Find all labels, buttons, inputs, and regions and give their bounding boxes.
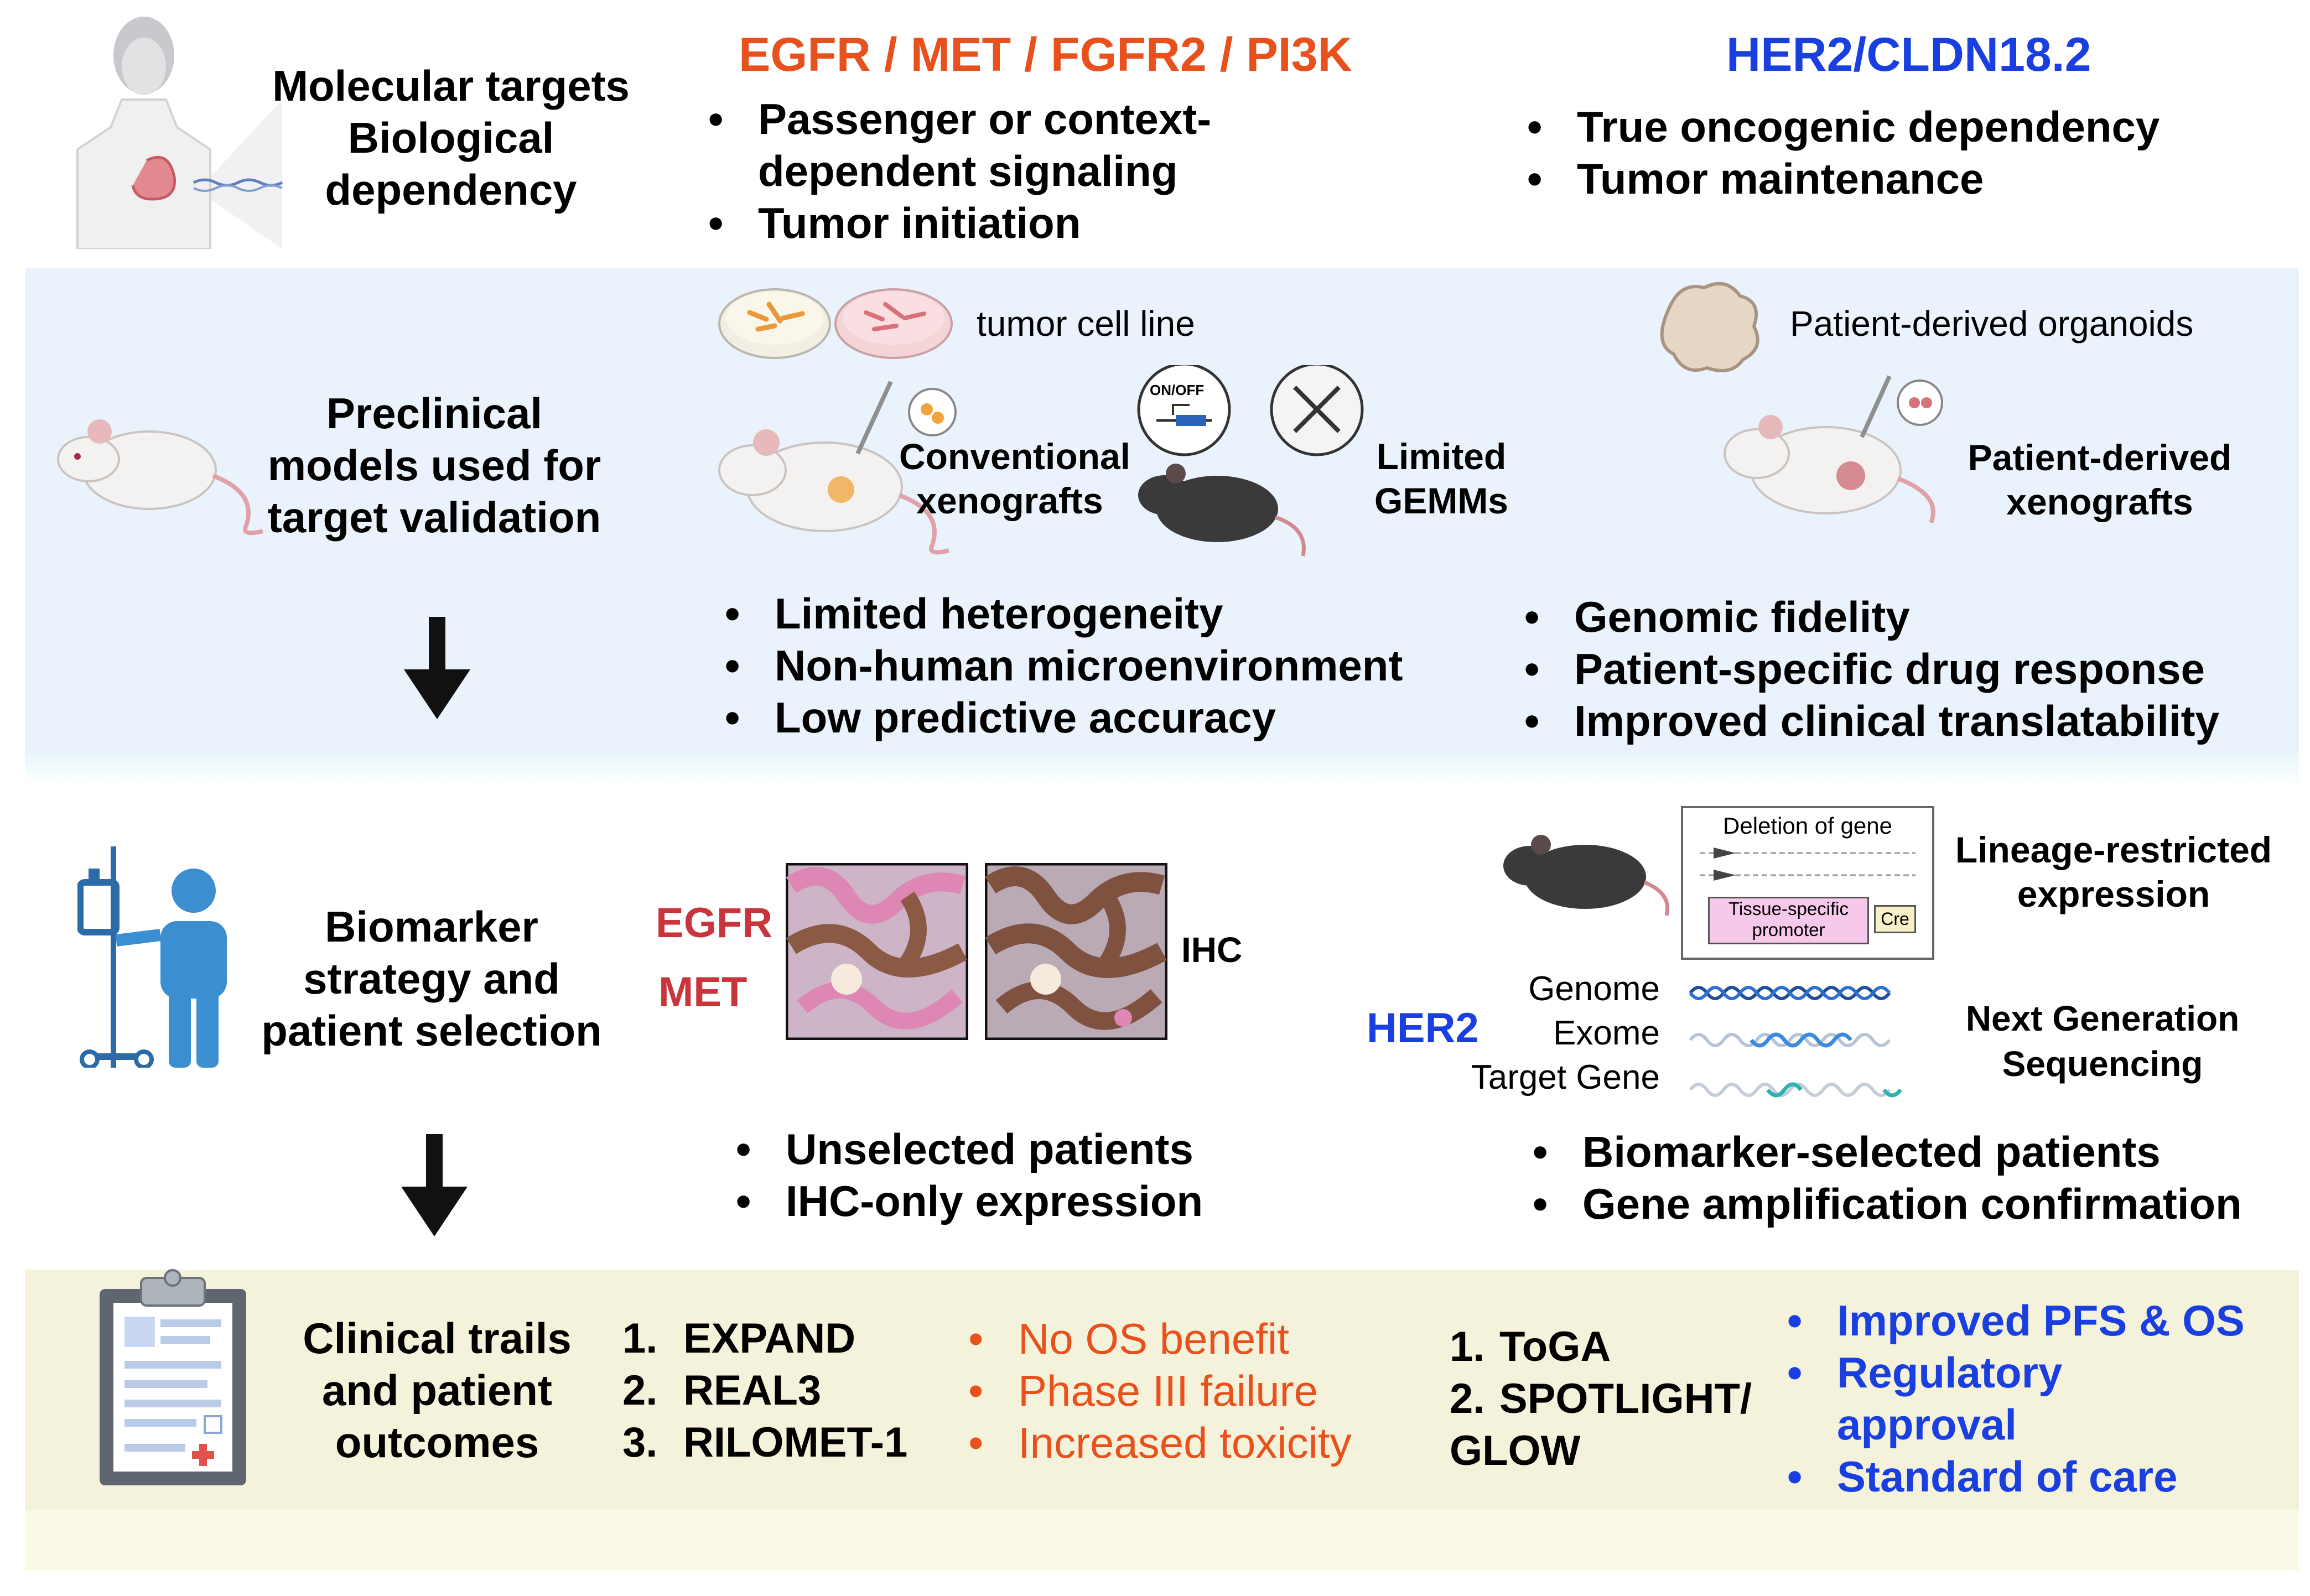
bullet-item: Tumor initiation: [708, 197, 1262, 249]
bullet-item: Patient-specific drug response: [1524, 643, 2271, 695]
right-trials-list: 1.ToGA 2.SPOTLIGHT/ GLOW: [1450, 1321, 1782, 1477]
outcome-item: Phase III failure: [968, 1365, 1466, 1417]
trial-item: 1.EXPAND: [622, 1315, 856, 1362]
trial-item: 2.REAL3: [622, 1367, 822, 1414]
ihc-tissue-image: [985, 863, 1167, 1040]
on-off-label: ON/OFF: [1150, 382, 1205, 398]
her2-label: HER2: [1367, 1005, 1479, 1052]
organoid-icon: [1660, 282, 1759, 372]
outcome-item: Standard of care: [1787, 1451, 2285, 1503]
cre-box: Cre: [1874, 905, 1916, 933]
left-outcomes-list: No OS benefit Phase III failure Increase…: [968, 1313, 1466, 1469]
organoids-label: Patient-derived organoids: [1790, 304, 2194, 344]
row1-right-bullets: True oncogenic dependency Tumor maintena…: [1527, 101, 2246, 205]
lox-sites-icon: [1700, 848, 1916, 881]
clinical-band-fade: [25, 1510, 2299, 1571]
trial-item: 3.RILOMET-1: [622, 1419, 908, 1466]
trial-item: 1.ToGA: [1450, 1323, 1611, 1370]
clipboard-icon: [100, 1269, 246, 1485]
row3-left-bullets: Unselected patients IHC-only expression: [736, 1123, 1400, 1227]
row1-left-bullets: Passenger or context-dependent signaling…: [708, 93, 1262, 249]
woman-figure-icon: [76, 17, 283, 249]
outcome-item: No OS benefit: [968, 1313, 1466, 1365]
bullet-item: Improved clinical translatability: [1524, 695, 2271, 747]
bullet-item: IHC-only expression: [736, 1175, 1400, 1227]
bullet-item: Non-human microenvironment: [725, 640, 1499, 692]
patient-iv-icon: [77, 846, 227, 1068]
ihc-tissue-image: [786, 863, 968, 1040]
bullet-item: True oncogenic dependency: [1527, 101, 2246, 153]
bullet-item: Genomic fidelity: [1524, 591, 2271, 643]
bullet-item: Low predictive accuracy: [725, 692, 1499, 744]
down-arrow-icon: [401, 1134, 468, 1236]
outcome-item: Improved PFS & OS: [1787, 1295, 2285, 1347]
bullet-item: Unselected patients: [736, 1123, 1400, 1175]
egfr-label: EGFR: [656, 900, 773, 947]
row2-left-bullets: Limited heterogeneity Non-human microenv…: [725, 588, 1499, 744]
bullet-item: Gene amplification confirmation: [1533, 1178, 2280, 1230]
bullet-item: Limited heterogeneity: [725, 588, 1499, 640]
band-fade: [25, 755, 2299, 786]
egfr-target-heading: EGFR / MET / FGFR2 / PI3K: [739, 28, 1352, 81]
trial-item: GLOW: [1450, 1427, 1581, 1474]
down-arrow-icon: [404, 617, 470, 719]
xenograft-mouse-icon: [718, 381, 957, 555]
row2-right-bullets: Genomic fidelity Patient-specific drug r…: [1524, 591, 2271, 747]
gemm-switch-icon: [1137, 365, 1364, 557]
bullet-item: Tumor maintenance: [1527, 153, 2246, 205]
black-mouse-icon: [1503, 835, 1670, 916]
pdx-mouse-icon: [1724, 375, 1943, 524]
ihc-label: IHC: [1181, 930, 1243, 970]
outcome-item: Increased toxicity: [968, 1417, 1466, 1469]
trial-item: 2.SPOTLIGHT/: [1450, 1375, 1752, 1422]
bullet-item: Biomarker-selected patients: [1533, 1126, 2280, 1178]
left-trials-list: 1.EXPAND 2.REAL3 3.RILOMET-1: [622, 1313, 921, 1469]
met-label: MET: [658, 969, 747, 1016]
row3-right-bullets: Biomarker-selected patients Gene amplifi…: [1533, 1126, 2280, 1230]
bullet-item: Passenger or context-dependent signaling: [708, 93, 1262, 197]
deletion-title: Deletion of gene: [1723, 813, 1892, 839]
mouse-icon: [57, 419, 263, 536]
dna-strands-icon: [1689, 986, 1902, 1098]
tumor-cell-line-label: tumor cell line: [977, 304, 1195, 344]
petri-dish-icon: [718, 288, 953, 359]
her2-target-heading: HER2/CLDN18.2: [1726, 28, 2091, 81]
